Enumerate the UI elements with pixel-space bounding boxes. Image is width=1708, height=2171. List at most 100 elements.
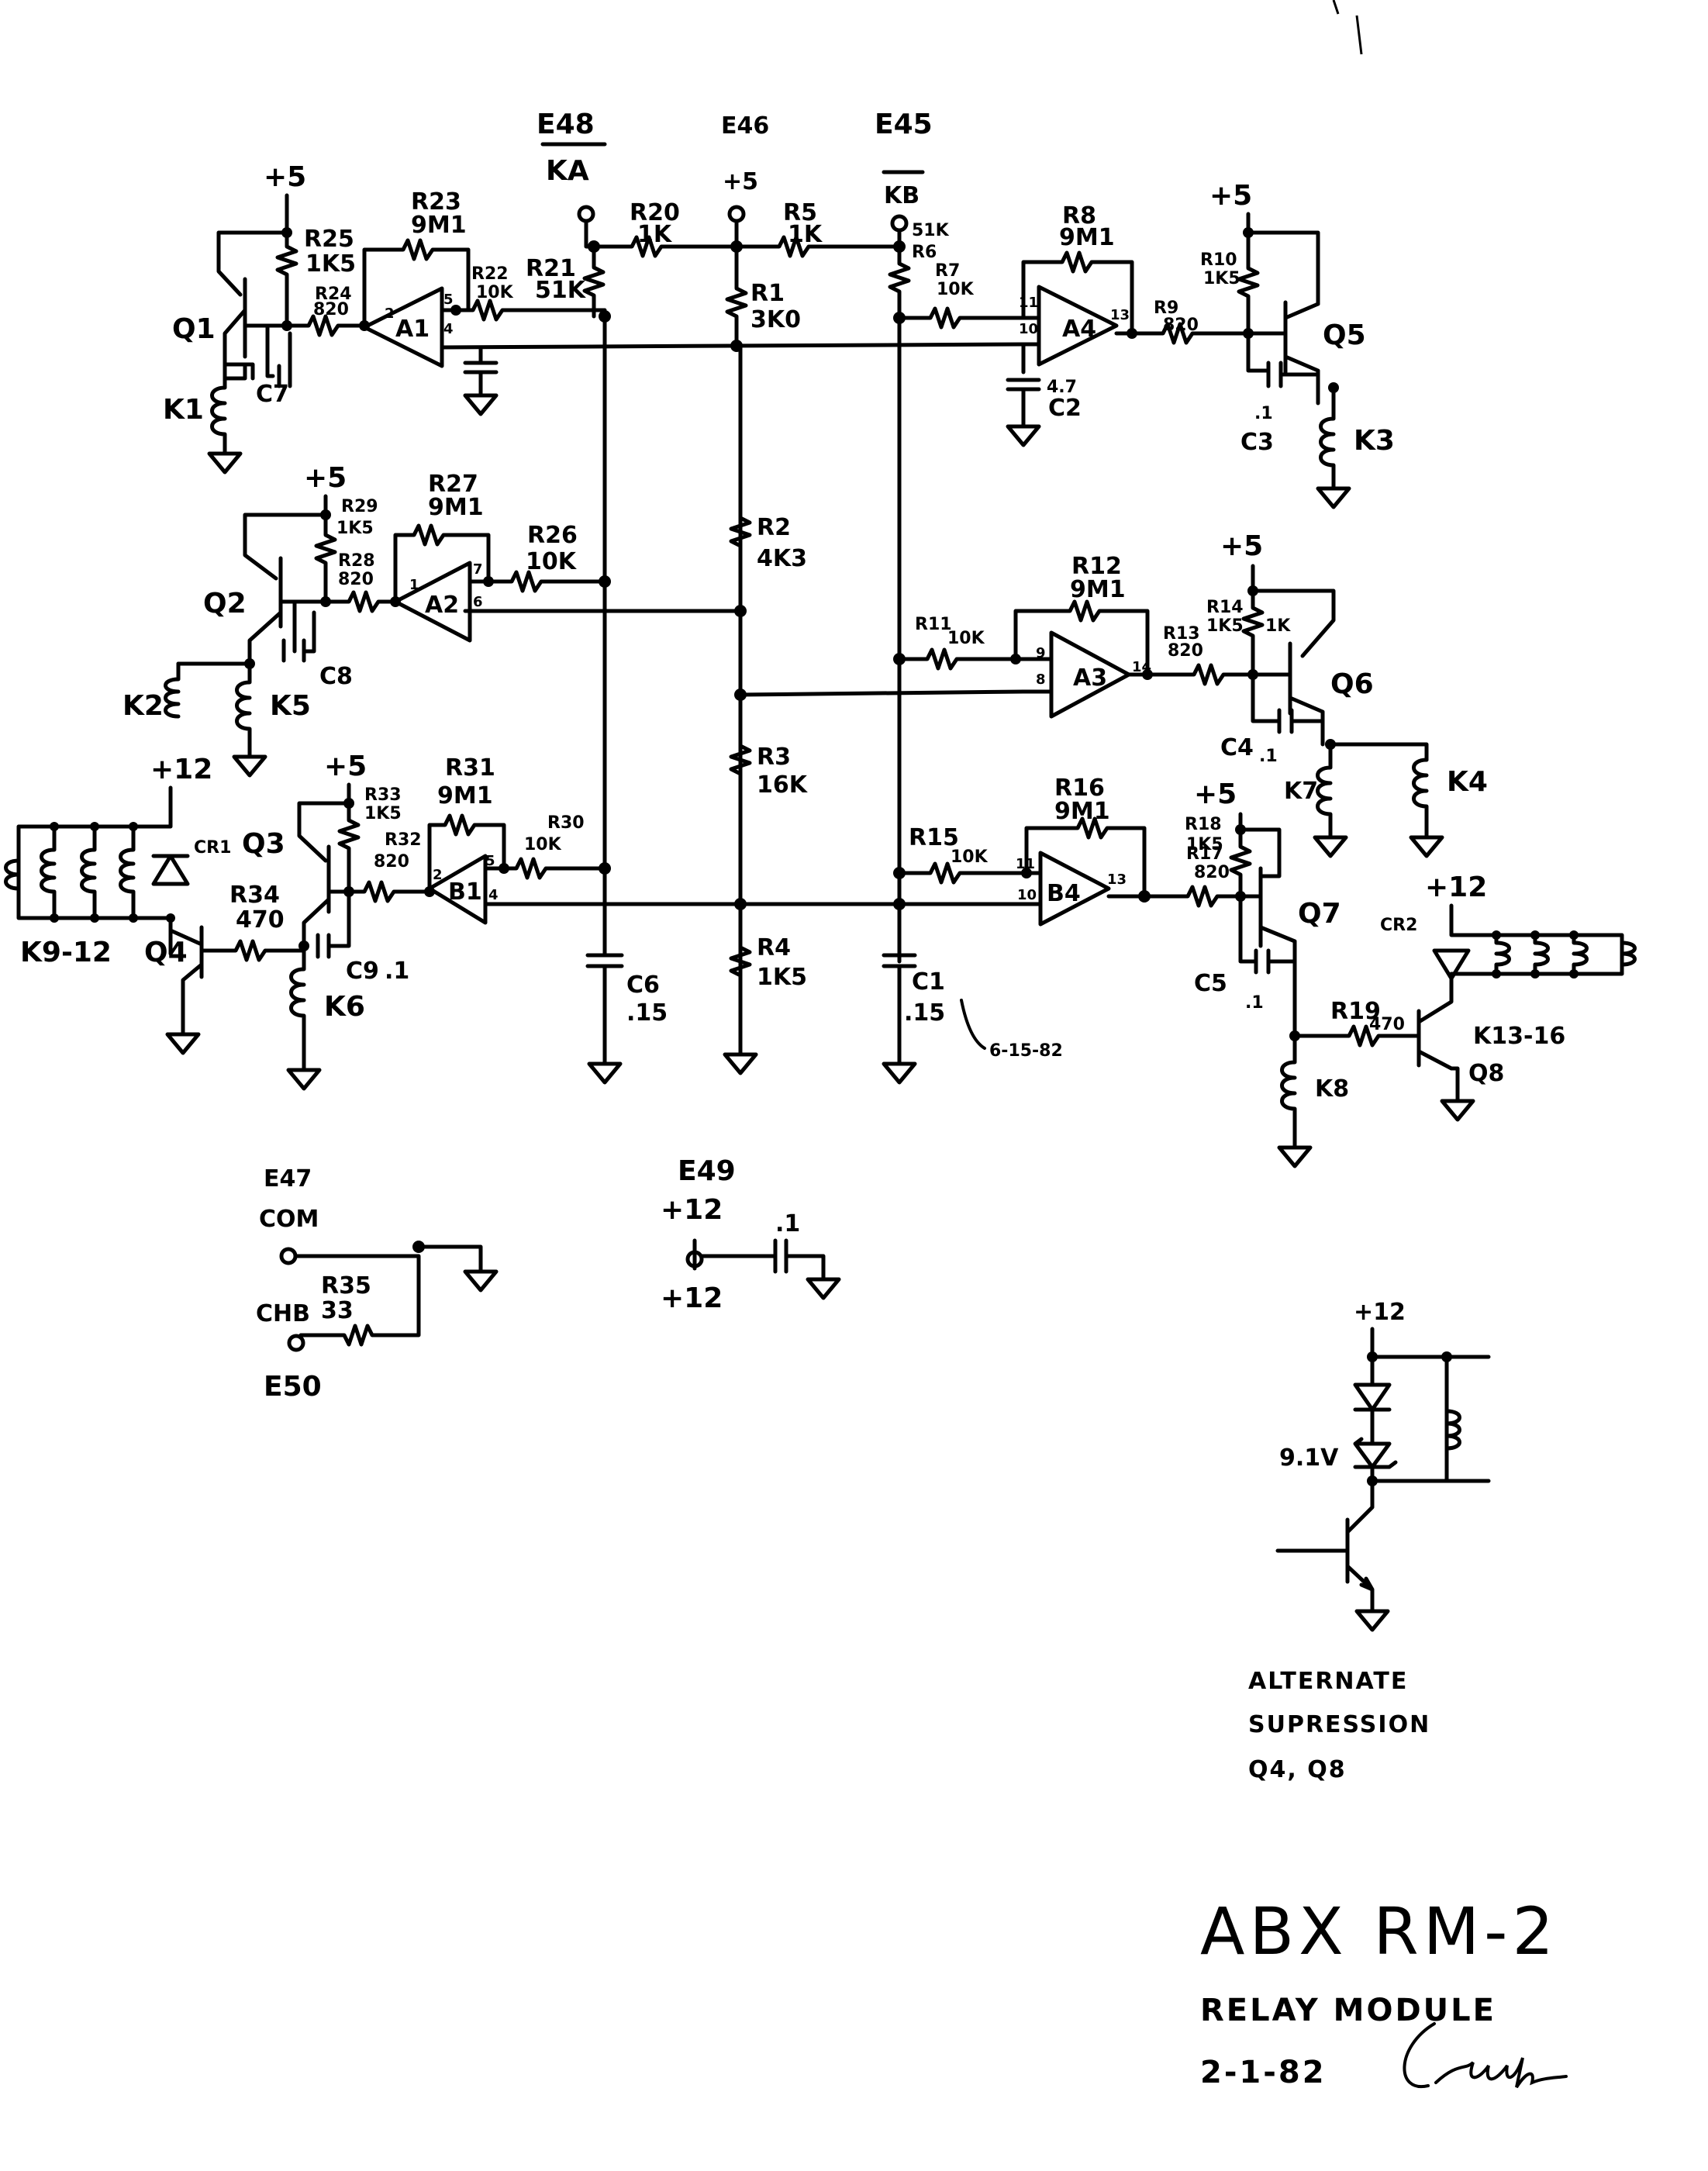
k6-label: K6 (324, 991, 365, 1023)
q2-label: Q2 (203, 588, 247, 620)
a2-pin-7: 7 (473, 561, 483, 578)
r32-value: 820 (374, 852, 409, 872)
c6-ground (589, 1056, 620, 1082)
r24-value: 820 (313, 300, 349, 319)
r31-value: 9M1 (437, 782, 493, 809)
r9-label: R9 (1154, 299, 1178, 318)
terminal-label-e47: E47 (264, 1165, 312, 1192)
r20-value: 1K (637, 221, 673, 248)
c2-label: C2 (1048, 395, 1082, 422)
supply-label-e46: +5 (723, 168, 758, 195)
k15-coil (1572, 933, 1589, 976)
r25-value: 1K5 (305, 250, 356, 278)
r32-resistor (347, 880, 432, 903)
r12-value: 9M1 (1070, 576, 1126, 603)
r10-label: R10 (1200, 250, 1237, 270)
r21-label: R21 (526, 255, 576, 282)
r30-resistor (483, 857, 607, 880)
r27-label: R27 (428, 471, 478, 498)
a3-pin-8: 8 (1036, 671, 1046, 688)
b1-pin-2: 2 (433, 867, 443, 883)
a3-label: A3 (1073, 664, 1107, 692)
c6-capacitor (585, 866, 624, 1058)
b1-label: B1 (448, 878, 482, 906)
c5-label: C5 (1194, 970, 1227, 997)
c6-value: .15 (626, 999, 668, 1027)
r4-value: 1K5 (757, 964, 807, 991)
r14-value: 1K5 (1206, 616, 1244, 636)
r24-resistor (285, 314, 367, 337)
second-row-circuits: R2 4K3 +5 R29 1K5 Q2 C8 K2 K5 R28 820 A2… (122, 462, 1488, 856)
k5-coil (235, 661, 252, 751)
r13-value: 820 (1168, 641, 1203, 661)
r22-label: R22 (471, 264, 509, 284)
r9-value: 820 (1163, 316, 1199, 335)
c3-value: .1 (1254, 404, 1273, 423)
a2-opamp (393, 561, 472, 643)
r15-label: R15 (909, 824, 959, 851)
alternate-line-2: SUPRESSION (1248, 1711, 1430, 1738)
c9-label: C9 (346, 958, 379, 985)
r6-resistor (888, 244, 911, 320)
supply-plus5-q3: +5 (324, 751, 367, 782)
supply-plus5-q5: +5 (1209, 180, 1252, 212)
r8-feedback-resistor (1021, 250, 1134, 336)
supply-plus12-q4: +12 (150, 754, 212, 785)
b4-label: B4 (1047, 880, 1081, 907)
r25-resistor (275, 230, 298, 328)
r1-label: R1 (750, 280, 785, 307)
r27-value: 9M1 (428, 494, 484, 521)
r11-label: R11 (915, 615, 952, 634)
r21-value: 51K (535, 277, 587, 304)
r21-resistor (582, 244, 606, 319)
c1-label: C1 (912, 968, 945, 996)
c1-value: .15 (904, 999, 945, 1027)
alternate-suppression-circuit: +12 9.1V ALTERNATE SUPRESSION Q4, Q8 (1248, 1299, 1491, 1783)
r24-label: R24 (315, 285, 352, 304)
q6-ground-2 (1411, 830, 1442, 856)
terminal-e45 (892, 216, 906, 230)
r26-value: 10K (526, 548, 578, 575)
terminal-label-e48: E48 (537, 109, 595, 140)
top-row-circuits: E48 KA E46 +5 E45 KB R20 1K R5 1K R21 51… (163, 109, 1395, 1049)
r35-com-wire (293, 1254, 421, 1347)
r33-resistor (337, 801, 361, 894)
r23-label: R23 (411, 188, 461, 216)
terminal-label-ka: KA (546, 155, 589, 187)
k10-coil (40, 824, 57, 920)
supply-plus12-q8: +12 (1425, 872, 1487, 903)
b4-pin-10: 10 (1017, 887, 1037, 903)
terminal-label-kb: KB (884, 182, 920, 209)
a1-pin-4: 4 (443, 321, 454, 337)
cr2-label: CR2 (1380, 916, 1417, 935)
q8-label: Q8 (1468, 1060, 1504, 1087)
alternate-line-1: ALTERNATE (1248, 1668, 1408, 1695)
r6-value: 51K (912, 221, 950, 240)
terminal-label-chb: CHB (256, 1300, 310, 1327)
r11-resistor (897, 647, 1018, 671)
r33-label: R33 (364, 785, 402, 805)
r3-resistor (729, 727, 752, 809)
r17-label: R17 (1186, 844, 1223, 864)
q1-ground (209, 446, 240, 472)
k12-coil (119, 824, 136, 920)
q3-ground (288, 1062, 319, 1089)
c4-capacitor (1251, 672, 1325, 734)
supply-plus5-q6: +5 (1220, 530, 1263, 562)
a1-opamp (362, 286, 444, 368)
e49-cap-value: .1 (775, 1210, 800, 1237)
r29-resistor (314, 513, 337, 604)
a3-opamp (1049, 630, 1131, 719)
a4-label: A4 (1062, 316, 1096, 343)
a2-pin-1: 1 (409, 577, 419, 593)
r25-label: R25 (304, 226, 354, 253)
c1-ground (884, 1056, 915, 1082)
title-block: ABX RM-2 RELAY MODULE 2-1-82 (1200, 1893, 1568, 2090)
q4-label: Q4 (144, 937, 188, 968)
r17-value: 820 (1194, 863, 1230, 882)
r16-value: 9M1 (1054, 798, 1110, 825)
r7-value: 10K (937, 280, 975, 299)
alt-ground (1357, 1603, 1388, 1630)
r14-value-2: 1K (1265, 616, 1291, 636)
r2-resistor (729, 494, 752, 576)
